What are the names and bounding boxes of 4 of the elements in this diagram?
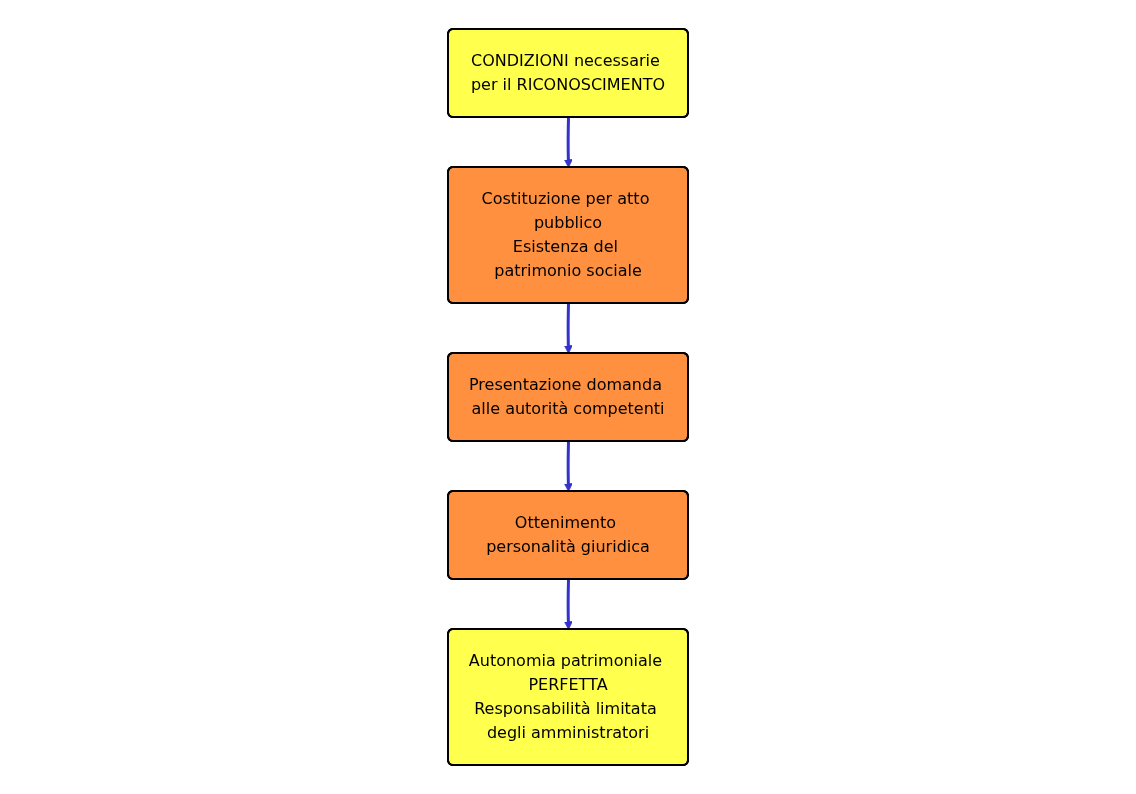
- arrow: [563, 579, 573, 630]
- arrow: [563, 117, 573, 168]
- arrow: [563, 303, 573, 354]
- arrow: [563, 441, 573, 492]
